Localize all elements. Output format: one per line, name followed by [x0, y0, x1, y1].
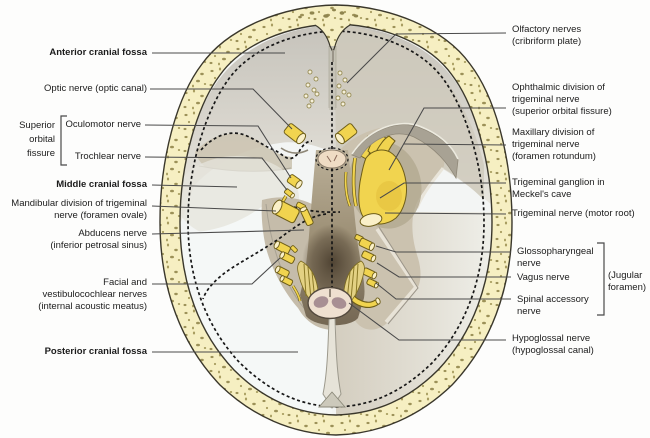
label-jugular-foramen: (Jugular foramen): [608, 270, 647, 293]
bracket-superior-orbital-fissure: [60, 115, 67, 166]
sphenoid-ridge-right: [351, 124, 459, 180]
spinal-accessory-blade-right: [343, 260, 365, 305]
trigeminal-cut-end: [359, 213, 383, 227]
label-facial-vestibulocochlear: Facial and vestibulocochlear nerves (int…: [38, 277, 147, 312]
optic-nerve-stump-right: [334, 123, 358, 145]
connector-spinal-accessory: [375, 282, 511, 300]
label-middle-cranial-fossa: Middle cranial fossa: [56, 179, 147, 190]
label-superior-orbital-fissure: Superior orbital fissure: [19, 120, 55, 159]
connector-mandibular: [151, 205, 277, 212]
connector-ganglion: [379, 182, 506, 199]
connector-vagus: [376, 262, 511, 278]
label-trigeminal-motor-root: Trigeminal nerve (motor root): [512, 208, 635, 219]
label-maxillary-division: Maxillary division of trigeminal nerve (…: [512, 127, 596, 162]
frontal-crest-notch: [314, 18, 351, 62]
cranial-nerves: [271, 122, 459, 308]
diaphragma-sellae-dashed: [315, 147, 349, 171]
connector-hypoglossal: [348, 302, 506, 341]
accessory-stump-1: [362, 267, 378, 280]
vagus-stump: [361, 250, 377, 263]
label-olfactory-nerves: Olfactory nerves (cribriform plate): [512, 24, 582, 47]
label-mandibular-division: Mandibular division of trigeminal nerve …: [11, 198, 147, 221]
label-posterior-cranial-fossa: Posterior cranial fossa: [44, 346, 147, 357]
connector-glossopharyngeal: [375, 245, 511, 253]
trigeminal-nerve-fan: [344, 133, 407, 227]
label-spinal-accessory-nerve: Spinal accessory nerve: [517, 294, 589, 317]
connector-ophthalmic: [388, 107, 506, 171]
label-hypoglossal-nerve: Hypoglossal nerve (hypoglossal canal): [512, 333, 594, 356]
label-optic-nerve: Optic nerve (optic canal): [44, 83, 147, 94]
label-glossopharyngeal-nerve: Glossopharyngeal nerve: [517, 246, 594, 269]
frontal-crest-groove: [329, 44, 336, 110]
connector-middle-fossa: [151, 184, 238, 188]
connector-trochlear: [144, 156, 288, 191]
lesser-wing-dashed-left: [200, 132, 313, 160]
bracket-jugular-foramen: [597, 242, 605, 316]
label-abducens-nerve: Abducens nerve (inferior petrosal sinus): [50, 228, 147, 251]
connector-olfactory: [346, 32, 507, 84]
connector-motor-root: [384, 212, 507, 215]
label-trigeminal-ganglion: Trigeminal ganglion in Meckel's cave: [512, 177, 605, 200]
label-ophthalmic-division: Ophthalmic division of trigeminal nerve …: [512, 82, 612, 117]
optic-nerve-stump-left: [283, 123, 307, 145]
left-posterior-fossa: [181, 205, 332, 413]
label-anterior-cranial-fossa: Anterior cranial fossa: [49, 47, 147, 58]
abducens-nerve-stump: [299, 206, 314, 227]
connector-optic-nerve: [150, 88, 293, 130]
trochlear-nerve-stump: [284, 188, 295, 199]
skull-bone-ring: [159, 4, 513, 436]
label-oculomotor-nerve: Oculomotor nerve: [65, 119, 141, 130]
label-trochlear-nerve: Trochlear nerve: [74, 151, 141, 162]
jugular-rootlets-left: [274, 265, 302, 302]
glossopharyngeal-stump: [358, 237, 375, 251]
label-vagus-nerve: Vagus nerve: [517, 272, 570, 283]
connector-oculomotor: [144, 124, 292, 179]
connector-facial: [152, 257, 281, 285]
olfactory-foramina-dots: [303, 69, 352, 109]
connector-maxillary: [403, 143, 507, 146]
connector-abducens: [151, 229, 305, 235]
mandibular-nerve-stump-foramen-ovale: [271, 199, 300, 224]
label-connectors: [60, 32, 605, 353]
foramen-magnum-brainstem: [307, 286, 353, 320]
internal-occipital-protuberance: [318, 391, 346, 408]
sella-turcica: [317, 149, 347, 169]
petrous-ridge-dashed-left: [202, 213, 327, 300]
anterior-clinoid-left: [280, 147, 309, 154]
facial-vestibulocochlear-stumps: [273, 240, 298, 264]
